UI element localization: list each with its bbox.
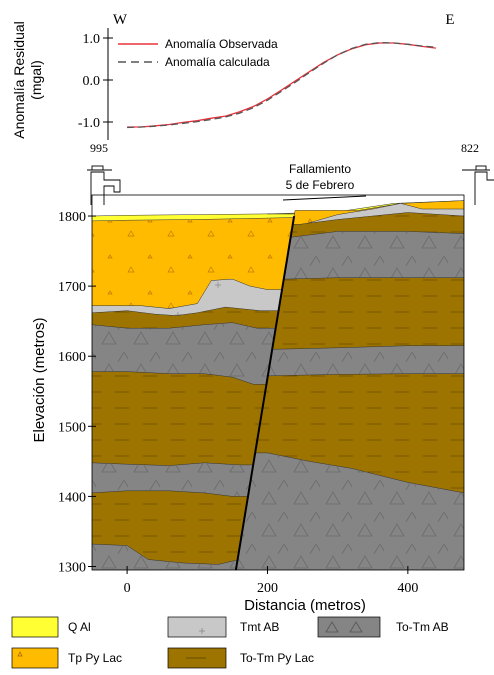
legend-item-tp-py-lac: Tp Py Lac [11,647,122,669]
right-block [235,200,464,570]
cross-section: Elevación (metros) 180017001600150014001… [31,194,465,614]
elevation-tick-label: 1300 [58,560,86,575]
legend-item-q-al: Q Al [11,616,91,638]
fault-label-line2: 5 de Febrero [286,178,355,192]
anomaly-plot: Anomalía Residual (mgal) W E 1.00.0-1.0 … [11,12,455,140]
distance-tick-label: 200 [257,581,278,596]
fault-label-line1: Fallamiento [289,162,351,176]
legend-label-q-al: Q Al [68,620,91,634]
elevation-tick-label: 1800 [58,210,86,225]
legend-swatch-q-al [11,616,59,638]
anomaly-y-tick-label: 0.0 [83,74,101,89]
anomaly-y-tick-label: 1.0 [83,32,101,47]
distance-tick-label: 0 [124,581,131,596]
elevation-tick-label: 1500 [58,420,86,435]
anomaly-legend: Anomalía Observada Anomalía calculada [118,37,278,69]
calculated-anomaly-line [127,41,436,129]
geologic-layers [92,200,464,570]
legend-label-to-tm-py-lac: To-Tm Py Lac [240,651,314,665]
elevation-tick-label: 1700 [58,280,86,295]
legend-item-tmt-ab: Tmt AB [167,616,279,638]
fault-label-leader [282,195,367,201]
anomaly-y-tick-label: -1.0 [78,116,100,131]
lithology-legend: Q Al Tmt AB To-Tm AB Tp Py Lac To-Tm Py Lac [11,616,449,669]
legend-triangle-mark [17,651,23,657]
distance-axis: 0 200 400 [124,566,418,596]
fault-line [234,215,296,571]
anomaly-ylabel-units: (mgal) [28,60,44,100]
legend-triangle-mark [349,621,363,633]
anomaly-series [127,41,436,129]
left-layer-to-tm-ab-pattern [92,544,240,570]
fault-annotation: Fallamiento 5 de Febrero [282,162,367,201]
anomaly-ylabel: Anomalía Residual [11,21,27,139]
anomaly-y-axis: 1.0 0.0 -1.0 [78,28,113,140]
legend-swatch-tp-py-lac [11,647,59,669]
well-right-number: 822 [461,141,479,155]
well-right: 822 [461,141,494,205]
legend-calculated-label: Anomalía calculada [165,55,270,69]
elevation-axis: 1800 1700 1600 1500 1400 1300 [58,210,96,575]
well-left-number: 995 [90,141,108,155]
legend-cross-mark [199,628,205,634]
legend-observed-label: Anomalía Observada [165,37,278,51]
distance-tick-label: 400 [397,581,418,596]
direction-west: W [113,12,128,28]
well-right-icon [462,165,494,205]
elevation-ylabel: Elevación (metros) [31,317,48,442]
legend-swatch-tmt-ab [167,616,227,638]
direction-east: E [445,12,454,28]
distance-xlabel: Distancia (metros) [244,597,366,614]
legend-item-to-tm-py-lac: To-Tm Py Lac [167,647,314,669]
legend-triangle-mark [325,621,339,633]
right-layer-to-tm-ab-pattern [235,452,464,570]
cross-section-frame [91,194,465,571]
legend-label-tmt-ab: Tmt AB [240,620,279,634]
legend-label-to-tm-ab: To-Tm AB [396,620,449,634]
well-left: 995 [87,141,121,205]
legend-swatch-to-tm-ab [317,616,381,638]
legend-item-to-tm-ab: To-Tm AB [317,616,449,638]
well-left-icon [87,165,121,205]
elevation-tick-label: 1600 [58,350,86,365]
left-block [92,213,300,570]
elevation-tick-label: 1400 [58,490,86,505]
legend-label-tp-py-lac: Tp Py Lac [68,651,122,665]
